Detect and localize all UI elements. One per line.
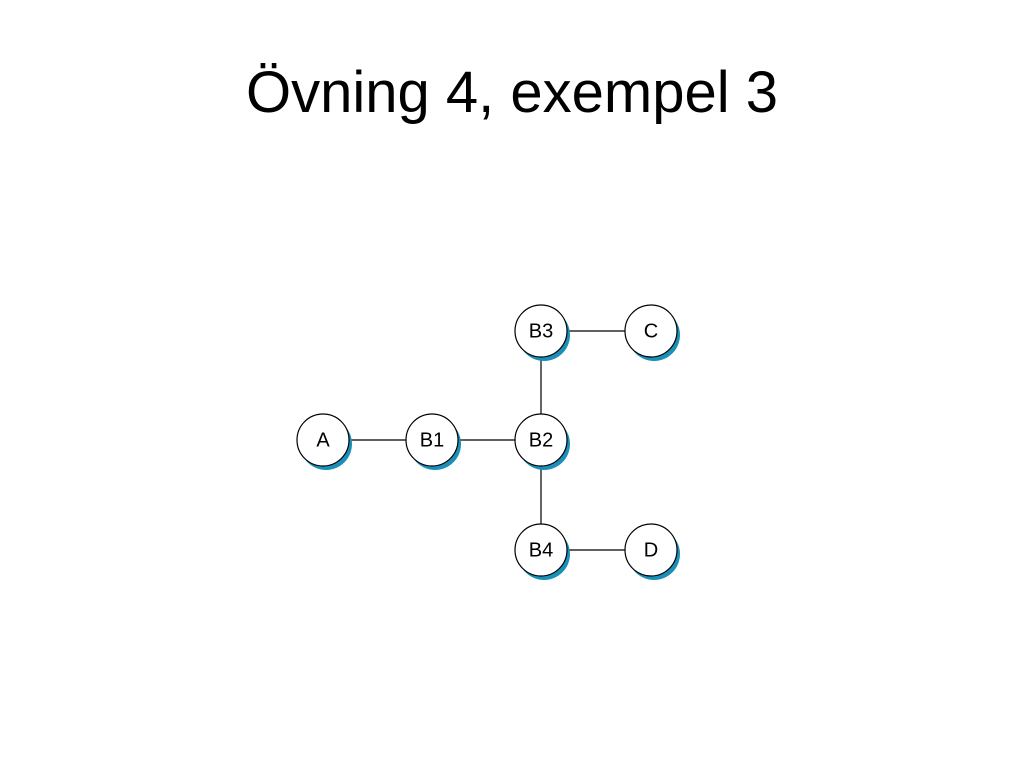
- node-circle: [514, 304, 568, 358]
- node-label: B2: [529, 429, 553, 451]
- slide-title: Övning 4, exempel 3: [246, 60, 778, 125]
- node-d: D: [624, 523, 680, 580]
- node-circle: [405, 413, 459, 467]
- node-circle: [296, 413, 350, 467]
- node-a: A: [296, 413, 352, 470]
- node-b4: B4: [514, 523, 570, 580]
- node-label: D: [644, 539, 658, 561]
- node-circle: [514, 413, 568, 467]
- node-label: B3: [529, 320, 553, 342]
- node-label: A: [316, 429, 330, 451]
- node-c: C: [624, 304, 680, 361]
- node-b2: B2: [514, 413, 570, 470]
- node-label: B4: [529, 539, 553, 561]
- node-circle: [624, 523, 678, 577]
- edges-layer: [323, 330, 651, 551]
- nodes-layer: A B1 B2 B3 C B4 D: [296, 304, 680, 580]
- node-label: B1: [420, 429, 444, 451]
- node-circle: [624, 304, 678, 358]
- node-circle: [514, 523, 568, 577]
- node-label: C: [644, 320, 658, 342]
- node-b1: B1: [405, 413, 461, 470]
- node-b3: B3: [514, 304, 570, 361]
